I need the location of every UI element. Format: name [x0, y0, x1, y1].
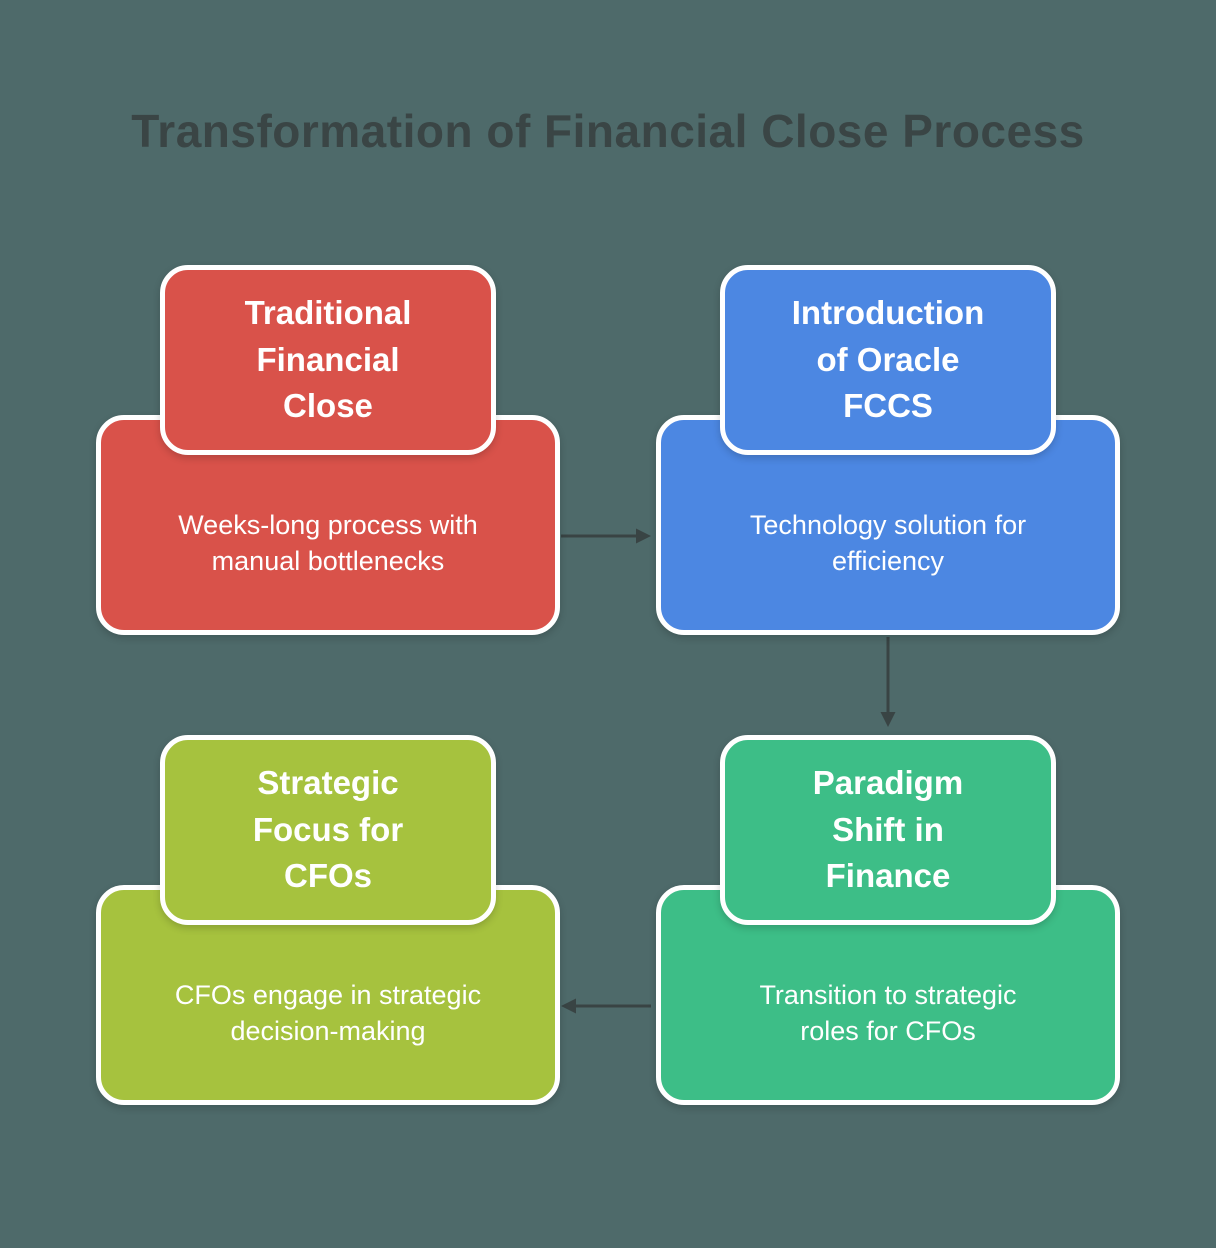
- node-body-text: Weeks-long process with manual bottlenec…: [178, 510, 478, 576]
- node-body-text: Technology solution for efficiency: [749, 510, 1027, 576]
- node-header: Paradigm Shift in Finance: [720, 735, 1056, 925]
- node-paradigm-shift-in-finance: Transition to strategic roles for CFOs P…: [656, 735, 1120, 1105]
- node-body-text: CFOs engage in strategic decision-making: [174, 980, 482, 1046]
- node-strategic-focus-for-cfos: CFOs engage in strategic decision-making…: [96, 735, 560, 1105]
- node-body-text: Transition to strategic roles for CFOs: [759, 980, 1017, 1046]
- node-introduction-of-oracle-fccs: Technology solution for efficiency Intro…: [656, 265, 1120, 635]
- node-header: Traditional Financial Close: [160, 265, 496, 455]
- node-header: Strategic Focus for CFOs: [160, 735, 496, 925]
- arrow-down-icon: [872, 634, 904, 735]
- arrow-right-icon: [558, 520, 654, 557]
- node-header: Introduction of Oracle FCCS: [720, 265, 1056, 455]
- arrow-left-icon: [558, 990, 654, 1027]
- node-traditional-financial-close: Weeks-long process with manual bottlenec…: [96, 265, 560, 635]
- diagram-title: Transformation of Financial Close Proces…: [131, 105, 1085, 157]
